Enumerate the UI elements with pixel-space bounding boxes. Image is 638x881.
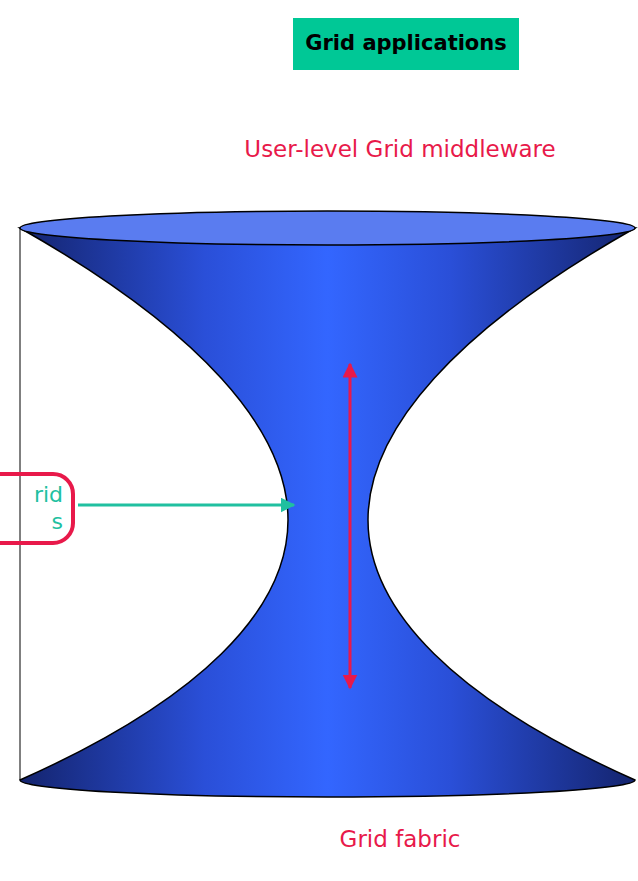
node-text: Grid applications [305,31,507,56]
double-arrow [349,364,352,688]
title-box: Grid applications [293,18,519,70]
hourglass-body [20,228,635,797]
node-text: rid s [19,482,63,535]
layer-label: Grid fabric [340,826,461,852]
edge-line [20,228,21,780]
hourglass-top [20,211,635,245]
callout-box: rid s [0,472,75,545]
pointer-arrow [78,504,294,507]
layer-label: User-level Grid middleware [244,136,555,162]
